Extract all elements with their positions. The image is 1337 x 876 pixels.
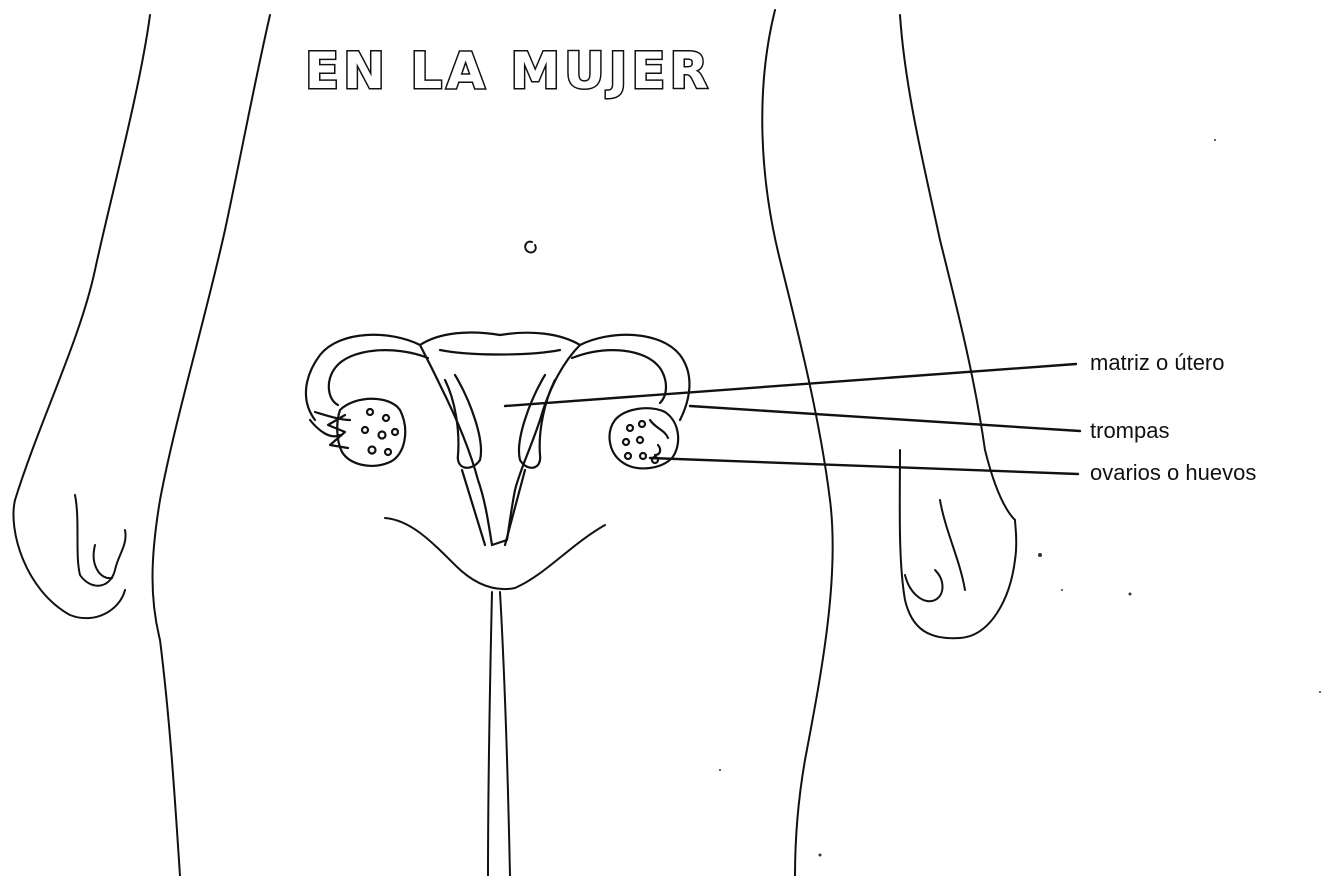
navel-icon <box>525 242 536 253</box>
label-uterus: matriz o útero <box>1090 352 1225 374</box>
diagram-title: EN LA MUJER <box>305 42 712 100</box>
left-arm-outline <box>13 15 270 876</box>
label-tubes: trompas <box>1090 420 1169 442</box>
leader-line-ovaries <box>650 458 1078 474</box>
scan-specks <box>719 139 1321 857</box>
pelvis-outline <box>385 518 605 876</box>
uterus <box>420 332 580 545</box>
label-ovaries: ovarios o huevos <box>1090 462 1256 484</box>
leader-line-uterus <box>505 364 1076 406</box>
leader-line-tubes <box>690 406 1080 431</box>
left-ovary <box>328 399 405 466</box>
right-arm-outline <box>762 10 1016 876</box>
